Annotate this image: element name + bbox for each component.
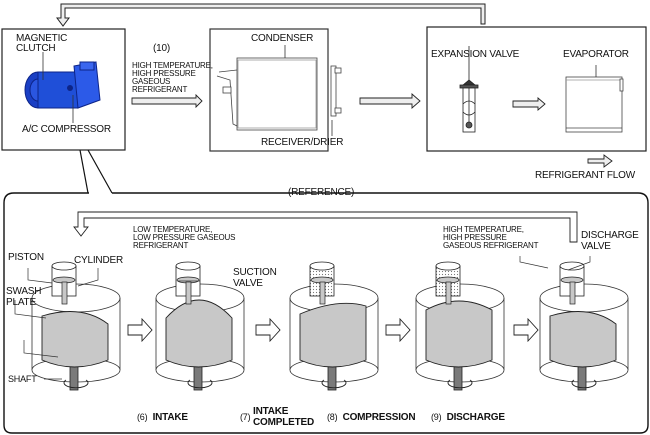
refrigerant-out-line-2: HIGH PRESSURE <box>132 69 196 78</box>
piston-label: PISTON <box>8 252 44 263</box>
compressor-units <box>31 261 629 391</box>
reference-title: (REFERENCE) <box>288 187 355 198</box>
refrigerant-out-line-1: HIGH TEMPERATURE, <box>132 61 213 70</box>
refrigerant-out-line-4: REFRIGERANT <box>132 85 188 94</box>
ac-compressor-image <box>24 61 101 109</box>
magnetic-clutch-label: MAGNETIC CLUTCH <box>16 33 68 54</box>
stage-arrow-3 <box>385 317 411 343</box>
receiver-drier-label: RECEIVER/DRIER <box>261 137 344 148</box>
piston-rod <box>445 281 452 305</box>
rotation-arrow-icon <box>447 379 473 389</box>
evaporator-image <box>565 76 624 133</box>
discharge-valve-label-2: VALVE <box>581 241 611 252</box>
stage-discharge: (9) DISCHARGE <box>431 412 505 423</box>
stage-arrow-4 <box>513 317 539 343</box>
compressor-unit-discharge <box>539 261 629 391</box>
shaft <box>453 363 463 391</box>
refrigerant-flow-legend-label: REFRIGERANT FLOW <box>535 170 635 181</box>
step-10-label: (10) <box>153 43 170 54</box>
swash-plate <box>549 311 617 368</box>
ac-compressor-label: A/C COMPRESSOR <box>22 124 111 135</box>
housing-wall <box>31 298 121 370</box>
stage-intake: (6) INTAKE <box>137 412 188 423</box>
housing-wall <box>289 298 379 370</box>
flow-arrow-1 <box>131 93 203 109</box>
reference-panel <box>79 149 113 194</box>
evaporator-label: EVAPORATOR <box>563 49 629 60</box>
expansion-valve-label: EXPANSION VALVE <box>431 49 520 60</box>
rotation-arrow-icon <box>187 379 213 389</box>
swash-plate <box>299 302 367 368</box>
return-flow-arrow <box>56 3 486 27</box>
condenser-label: CONDENSER <box>251 33 314 44</box>
swash-plate <box>425 300 493 368</box>
cylinder-head <box>51 261 77 271</box>
compressor-unit-intake-completed <box>289 261 379 391</box>
piston-rod <box>185 281 192 305</box>
swash-plate-label-2: PLATE <box>6 297 36 308</box>
reference-leaders <box>14 256 591 380</box>
high-temp-line-1: HIGH TEMPERATURE, <box>443 225 524 234</box>
stage-arrows <box>127 317 539 343</box>
piston-rod <box>61 281 68 305</box>
cylinder-label: CYLINDER <box>74 255 123 266</box>
reference-panel-frame <box>3 192 649 434</box>
shaft <box>327 363 337 391</box>
housing-wall <box>155 298 245 370</box>
shaft-label: SHAFT <box>8 374 37 384</box>
suction-valve-label-1: SUCTION <box>233 267 277 278</box>
low-temp-line-1: LOW TEMPERATURE, <box>133 225 213 234</box>
stage-intake-completed: (7) INTAKE COMPLETED <box>240 406 314 428</box>
flow-arrow-2 <box>359 93 421 109</box>
reference-return-arrow <box>73 211 578 243</box>
compressor-unit-intake <box>155 261 245 391</box>
shaft <box>577 363 587 391</box>
refrigerant-out-line-3: GASEOUS <box>132 77 171 86</box>
compressor-unit-reference <box>31 261 121 391</box>
rotation-arrow-icon <box>321 379 347 389</box>
cylinder-head <box>559 261 585 271</box>
stage-arrow-1 <box>127 317 153 343</box>
expansion-valve-image <box>459 46 479 133</box>
swash-plate <box>41 311 109 368</box>
shaft <box>193 363 203 391</box>
high-temp-line-2: HIGH PRESSURE <box>443 233 507 242</box>
flow-arrow-3 <box>512 97 546 111</box>
cylinder-head <box>309 261 335 271</box>
piston-rod <box>569 281 576 305</box>
condenser-image <box>216 57 342 131</box>
cylinder-head <box>435 261 461 271</box>
refrigerant-flow-legend-arrow <box>587 154 613 168</box>
cylinder-head <box>175 261 201 271</box>
housing-wall <box>539 298 629 370</box>
housing-wall <box>415 298 505 370</box>
low-temp-line-2: LOW PRESSURE GASEOUS <box>133 233 236 242</box>
stage-compression: (8) COMPRESSION <box>327 412 416 423</box>
compressor-unit-compression <box>415 261 505 391</box>
stage-arrow-2 <box>255 317 281 343</box>
suction-valve-label-2: VALVE <box>233 278 263 289</box>
piston-rod <box>319 281 326 305</box>
swash-plate <box>165 299 233 368</box>
discharge-valve-label-1: DISCHARGE <box>581 230 639 241</box>
rotation-arrow-icon <box>63 379 89 389</box>
swash-plate-label-1: SWASH <box>6 286 42 297</box>
shaft <box>69 363 79 391</box>
high-temp-line-3: GASEOUS REFRIGERANT <box>443 241 539 250</box>
rotation-arrow-icon <box>571 379 597 389</box>
low-temp-line-3: REFRIGERANT <box>133 241 189 250</box>
